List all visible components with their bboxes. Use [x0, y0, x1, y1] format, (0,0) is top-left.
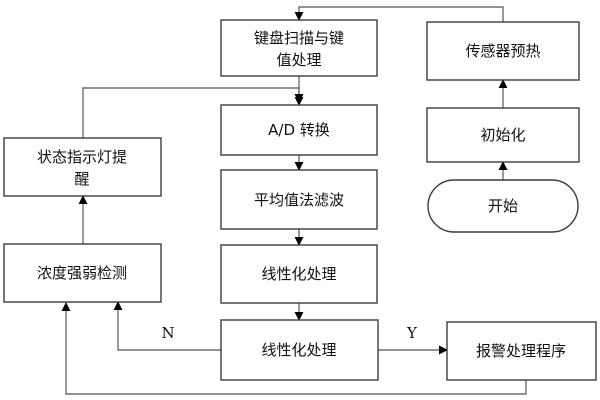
node-preheat: 传感器预热 [426, 21, 580, 81]
start-label: 开始 [488, 197, 518, 215]
preheat-box [426, 21, 580, 81]
node-compare: 线性化处理 [220, 319, 379, 381]
concentration-label: 浓度强弱检测 [37, 264, 127, 282]
node-alarm: 报警处理程序 [446, 321, 597, 381]
edge-preheat-to-keyboard [294, 6, 504, 22]
init-label: 初始化 [480, 126, 525, 144]
node-linearize: 线性化处理 [220, 244, 378, 304]
alarm-label: 报警处理程序 [476, 342, 566, 360]
edge-compare-no-to-concentration [113, 301, 221, 351]
linearize-box [220, 244, 378, 304]
node-ad-convert: A/D 转换 [220, 104, 378, 156]
preheat-label: 传感器预热 [465, 42, 540, 60]
ad-convert-label: A/D 转换 [268, 121, 330, 139]
ad-convert-box [220, 104, 378, 156]
edge-status-to-keyboard [82, 87, 304, 138]
node-start: 开始 [427, 179, 579, 233]
status-label-line2: 醒 [74, 170, 89, 188]
status-box [3, 137, 162, 197]
edge-alarm-loop-to-concentration [61, 302, 527, 395]
compare-label: 线性化处理 [261, 341, 336, 359]
init-box [426, 107, 580, 163]
edge-label-no: N [161, 324, 174, 342]
start-terminal-shape [427, 179, 579, 233]
average-filter-box [220, 169, 378, 230]
linearize-label: 线性化处理 [261, 265, 336, 283]
node-status: 状态指示灯提 醒 [3, 137, 162, 197]
keyboard-label-line2: 值处理 [276, 51, 321, 69]
alarm-box [446, 321, 597, 381]
compare-box [220, 319, 379, 381]
keyboard-box [220, 19, 378, 77]
node-keyboard: 键盘扫描与键 值处理 [220, 19, 378, 77]
connectors [61, 6, 527, 395]
node-init: 初始化 [426, 107, 580, 163]
edge-label-yes: Y [406, 324, 418, 342]
average-filter-label: 平均值法滤波 [254, 191, 344, 209]
node-concentration: 浓度强弱检测 [3, 243, 162, 303]
keyboard-label-line1: 键盘扫描与键 [254, 29, 344, 47]
concentration-box [3, 243, 162, 303]
status-label-line1: 状态指示灯提 [37, 148, 127, 166]
node-average-filter: 平均值法滤波 [220, 169, 378, 230]
